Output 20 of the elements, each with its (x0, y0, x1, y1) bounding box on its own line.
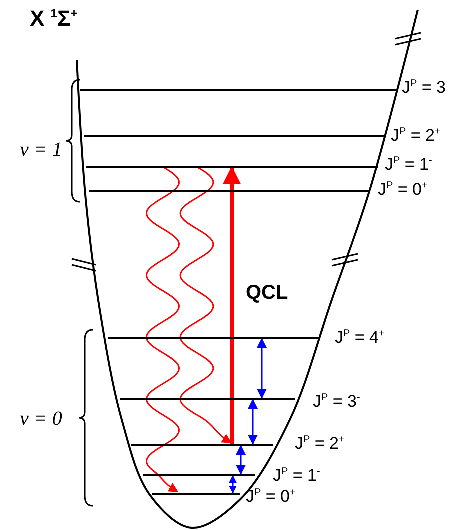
level-label: J$^{P}$ = 3 (402, 79, 446, 96)
level-label: J$^{P}$ = 0$^{+}$ (246, 488, 296, 505)
arrow (229, 475, 237, 494)
wavy-arrow (180, 166, 232, 444)
level-label: J$^{P}$ = 4$^{+}$ (335, 329, 385, 346)
title: X $^{1}$Σ$^{+}$ (30, 6, 78, 32)
arrow (236, 445, 246, 475)
vibrational-level-label: ν = 1 (20, 139, 62, 162)
arrow (223, 166, 241, 444)
level-label: J$^{P}$ = 3$^{-}$ (313, 393, 360, 410)
arrow (248, 399, 258, 445)
level-label: J$^{P}$ = 0$^{+}$ (378, 181, 428, 198)
edge-label: QCL (244, 282, 290, 305)
level-label: J$^{P}$ = 2$^{+}$ (295, 435, 345, 452)
wavy-arrow (146, 166, 180, 493)
level-label: J$^{P}$ = 1$^{-}$ (273, 467, 320, 484)
level-label: J$^{P}$ = 2$^{+}$ (391, 127, 441, 144)
vibrational-level-label: ν = 0 (20, 408, 62, 431)
level-label: J$^{P}$ = 1$^{-}$ (385, 156, 432, 173)
arrow (257, 338, 267, 399)
